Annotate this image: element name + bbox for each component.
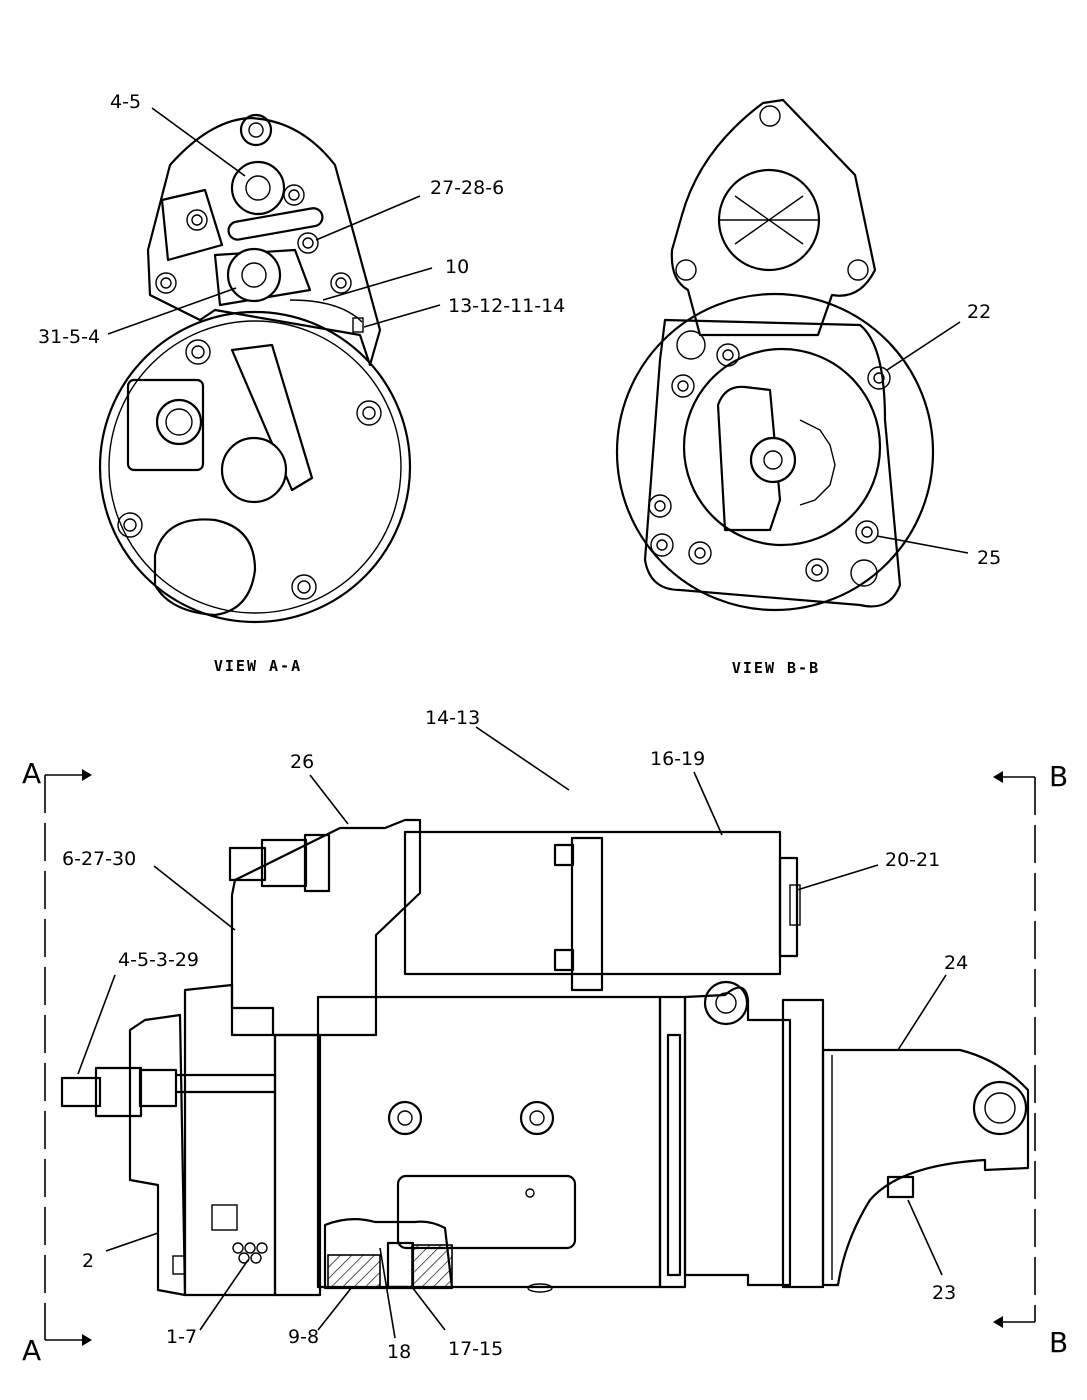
view-a-a-drawing	[98, 113, 412, 624]
leader-1-7	[199, 1259, 249, 1331]
section-mark-a-top: A	[22, 757, 41, 790]
leader-20-21	[796, 864, 879, 891]
leader-6-27-30	[153, 865, 236, 931]
view-b-b-drawing	[615, 98, 935, 612]
callout-31-5-4: 31-5-4	[38, 326, 100, 348]
section-line-a	[44, 769, 92, 1346]
leader-9-8	[317, 1286, 353, 1331]
callout-23: 23	[932, 1282, 956, 1304]
callout-6-27-30: 6-27-30	[62, 848, 136, 870]
leader-31-5-4	[107, 287, 237, 335]
callout-22: 22	[967, 301, 991, 323]
leader-22	[886, 321, 961, 371]
leader-14-13	[475, 726, 570, 791]
section-mark-a-bottom: A	[22, 1334, 41, 1367]
leader-26	[309, 774, 349, 825]
view-a-a-label: VIEW A-A	[214, 657, 302, 675]
side-view-leaders	[77, 726, 947, 1339]
leader-24	[897, 974, 947, 1051]
callout-13-12-11-14: 13-12-11-14	[448, 295, 565, 317]
leader-25	[876, 535, 969, 554]
callout-4-5: 4-5	[110, 91, 141, 113]
callout-20-21: 20-21	[885, 849, 940, 871]
leader-16-19	[693, 771, 723, 836]
leader-2	[105, 1232, 159, 1252]
callout-9-8: 9-8	[288, 1326, 319, 1348]
section-mark-b-top: B	[1049, 760, 1068, 793]
callout-18: 18	[387, 1341, 411, 1363]
leader-27-28-6	[315, 195, 421, 241]
callout-2: 2	[82, 1250, 94, 1272]
view-b-b-leaders	[876, 321, 969, 554]
leader-10	[322, 267, 433, 301]
leader-23	[907, 1199, 943, 1276]
callout-4-5-3-29: 4-5-3-29	[118, 949, 199, 971]
callout-17-15: 17-15	[448, 1338, 503, 1360]
callout-16-19: 16-19	[650, 748, 705, 770]
leader-4-5-3-29	[77, 974, 116, 1075]
view-b-b-label: VIEW B-B	[732, 659, 820, 677]
callout-14-13: 14-13	[425, 707, 480, 729]
callout-27-28-6: 27-28-6	[430, 177, 504, 199]
view-a-a-leaders	[107, 107, 441, 335]
callout-1-7: 1-7	[166, 1326, 197, 1348]
leader-4-5	[151, 107, 246, 177]
leader-17-15	[411, 1286, 446, 1331]
callout-24: 24	[944, 952, 968, 974]
leader-18	[379, 1247, 396, 1339]
callout-25: 25	[977, 547, 1001, 569]
section-mark-b-bottom: B	[1049, 1326, 1068, 1359]
callout-10: 10	[445, 256, 469, 278]
callout-26: 26	[290, 751, 314, 773]
section-line-b	[993, 771, 1036, 1328]
side-view-drawing	[60, 818, 1030, 1297]
leader-13-12-11-14	[363, 304, 441, 328]
